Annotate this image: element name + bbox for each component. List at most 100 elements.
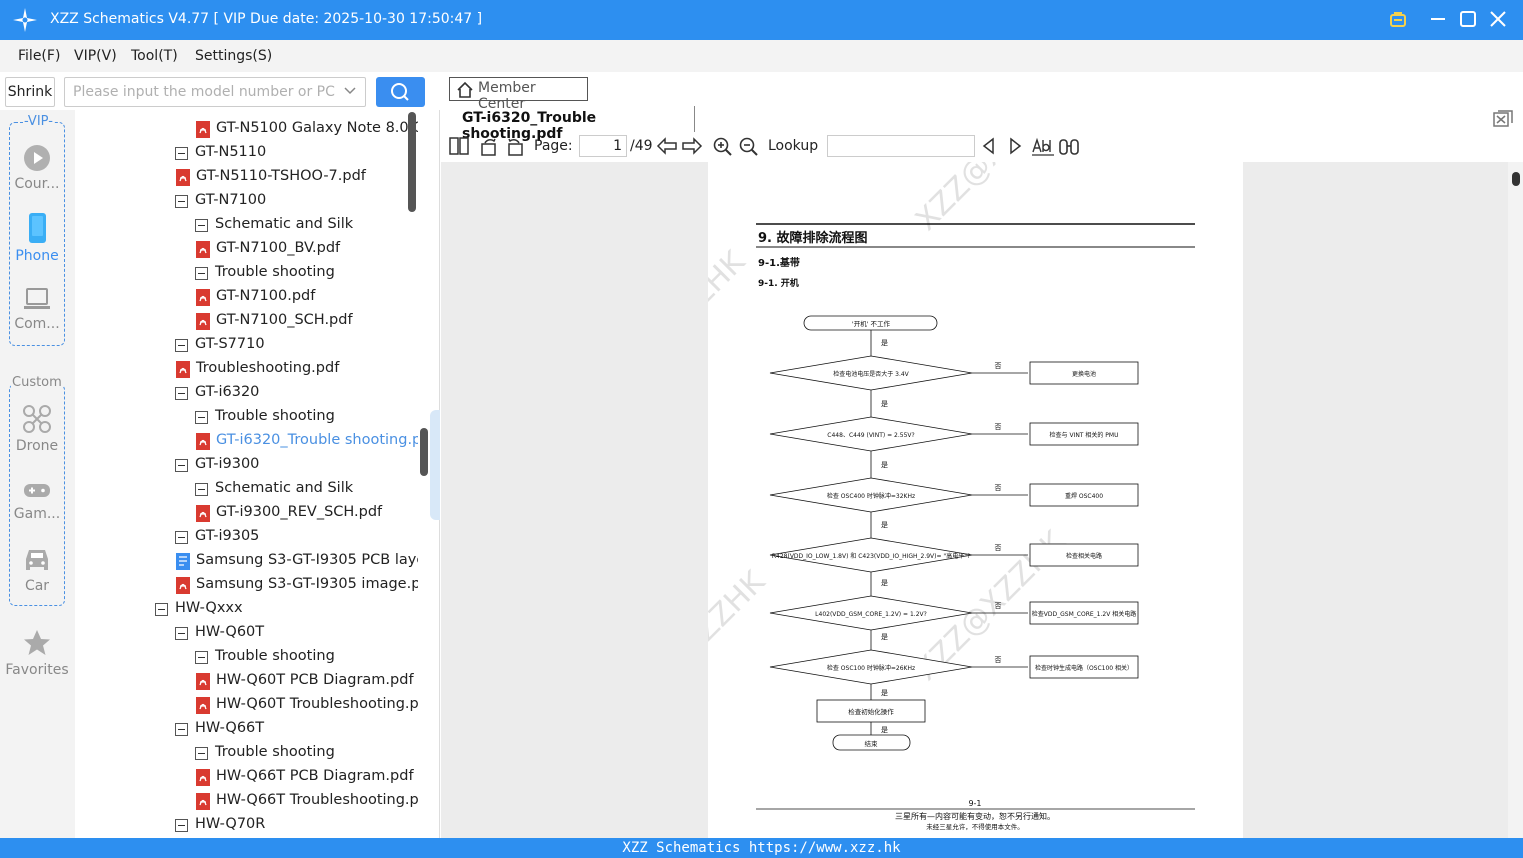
flow-decision-label: 检查 OSC400 时钟脉冲=32KHz xyxy=(827,492,915,500)
shrink-button[interactable]: Shrink xyxy=(5,77,55,107)
menu-vip[interactable]: VIP(V) xyxy=(74,48,117,64)
find-next-icon[interactable] xyxy=(1007,137,1023,155)
lookup-label: Lookup xyxy=(768,138,819,154)
flow-yes-label: 是 xyxy=(881,579,888,587)
search-button[interactable] xyxy=(376,77,425,107)
pdf-file-icon xyxy=(196,673,210,690)
pdf-footer: 未经三星允许，不得使用本文件。 xyxy=(926,822,1024,831)
sidebar-item-computer[interactable]: Com... xyxy=(4,286,70,348)
collapse-toggle-icon[interactable] xyxy=(195,747,208,760)
rotate-right-icon[interactable] xyxy=(505,137,525,157)
collapse-toggle-icon[interactable] xyxy=(175,723,188,736)
flow-yes-label: 是 xyxy=(881,461,888,469)
pdf-page-number: 9-1 xyxy=(968,799,981,808)
tree-item-label: Schematic and Silk xyxy=(215,216,354,232)
maximize-icon[interactable] xyxy=(1457,8,1479,30)
flow-yes-label: 是 xyxy=(881,400,888,408)
status-bar: XZZ Schematics https://www.xzz.hk xyxy=(0,838,1523,858)
flow-end-box xyxy=(832,734,911,751)
tree-scrollbar[interactable] xyxy=(408,112,416,212)
collapse-tab[interactable] xyxy=(430,410,440,520)
menu-bar: File(F) VIP(V) Tool(T) Settings(S) xyxy=(0,40,1523,72)
collapse-toggle-icon[interactable] xyxy=(175,819,188,832)
sidebar-item-games[interactable]: Gam... xyxy=(4,478,70,540)
splitter-handle[interactable] xyxy=(420,428,428,476)
flow-no-label: 否 xyxy=(995,544,1002,552)
flow-decision-label: 检查 OSC100 时钟脉冲=26KHz xyxy=(827,664,915,672)
sidebar-item-label: Cour... xyxy=(14,176,60,192)
pdf-file-icon xyxy=(196,313,210,330)
car-icon xyxy=(26,550,48,570)
flow-action-box xyxy=(1029,543,1139,567)
collapse-toggle-icon[interactable] xyxy=(195,651,208,664)
tree-item-label: GT-N5100 Galaxy Note 8.0 08 xyxy=(216,120,418,136)
category-sidebar: -VIP- Cour... Phone Com... Custom xyxy=(0,110,75,838)
flow-decision-label: R428(VDD_IO_LOW_1.8V) 和 C423(VDD_IO_HIGH… xyxy=(772,552,970,560)
flow-decision-label: L402(VDD_GSM_CORE_1.2V) = 1.2V? xyxy=(815,611,927,618)
flow-yes-label: 是 xyxy=(881,726,888,734)
tree-item-label: HW-Q66T xyxy=(195,720,265,736)
search-input[interactable] xyxy=(65,78,335,106)
collapse-toggle-icon[interactable] xyxy=(175,195,188,208)
menu-tool[interactable]: Tool(T) xyxy=(131,48,178,64)
sidebar-item-label: Com... xyxy=(14,316,60,332)
tab-document[interactable]: GT-i6320_Trouble shooting.pdf xyxy=(449,106,695,142)
collapse-toggle-icon[interactable] xyxy=(175,627,188,640)
collapse-toggle-icon[interactable] xyxy=(195,411,208,424)
match-case-icon[interactable] xyxy=(1031,137,1055,157)
collapse-toggle-icon[interactable] xyxy=(175,459,188,472)
collapse-toggle-icon[interactable] xyxy=(175,339,188,352)
close-document-icon[interactable] xyxy=(1493,110,1513,128)
minimize-icon[interactable] xyxy=(1427,8,1449,30)
chevron-down-icon[interactable] xyxy=(343,84,357,98)
lookup-input[interactable] xyxy=(827,135,975,157)
flow-action-label: 检查相关电路 xyxy=(1066,552,1102,560)
sidebar-item-drone[interactable]: Drone xyxy=(4,404,70,466)
document-tab-label: GT-i6320_Trouble shooting.pdf xyxy=(462,110,597,142)
next-page-icon[interactable] xyxy=(681,137,703,155)
collapse-toggle-icon[interactable] xyxy=(175,147,188,160)
menu-file[interactable]: File(F) xyxy=(18,48,61,64)
viewer-scrollbar[interactable] xyxy=(1508,162,1523,838)
menu-settings[interactable]: Settings(S) xyxy=(195,48,273,64)
sidebar-item-courses[interactable]: Cour... xyxy=(4,144,70,206)
tree-item-label: HW-Q60T xyxy=(195,624,265,640)
collapse-toggle-icon[interactable] xyxy=(195,483,208,496)
sidebar-item-car[interactable]: Car xyxy=(4,546,70,608)
flow-action-label: 更换电池 xyxy=(1072,370,1096,378)
flow-yes-label: 是 xyxy=(881,339,888,347)
flow-action-label: 检查时钟生成电路（OSC100 相关） xyxy=(1035,664,1133,672)
pdf-file-icon xyxy=(196,697,210,714)
page-number-input[interactable]: 1 xyxy=(579,135,627,157)
sidebar-item-label: Drone xyxy=(15,438,59,454)
pdf-file-icon xyxy=(196,505,210,522)
tree-item-label: HW-Qxxx xyxy=(175,600,243,616)
zoom-out-icon[interactable] xyxy=(739,137,759,157)
collapse-toggle-icon[interactable] xyxy=(195,267,208,280)
collapse-toggle-icon[interactable] xyxy=(155,603,168,616)
binoculars-icon[interactable] xyxy=(1058,137,1080,157)
previous-page-icon[interactable] xyxy=(656,137,678,155)
pdf-subheading: 9-1. 开机 xyxy=(758,277,799,289)
zoom-in-icon[interactable] xyxy=(713,137,733,157)
collapse-toggle-icon[interactable] xyxy=(175,387,188,400)
sidebar-item-label: Gam... xyxy=(13,506,61,522)
pdf-toolbar: Page: 1 /49 Lookup xyxy=(441,134,1523,160)
rotate-left-icon[interactable] xyxy=(479,137,499,157)
member-center-button[interactable]: Member Center xyxy=(449,77,588,112)
pdf-file-icon xyxy=(176,169,190,186)
sidebar-item-phone[interactable]: Phone xyxy=(4,212,70,274)
dual-page-icon[interactable] xyxy=(449,137,469,155)
find-previous-icon[interactable] xyxy=(981,137,997,155)
vip-bag-icon[interactable] xyxy=(1387,8,1409,30)
sidebar-item-favorites[interactable]: Favorites xyxy=(4,628,70,690)
flow-no-label: 否 xyxy=(995,484,1002,492)
tree-item-label: HW-Q66T Troubleshooting.p xyxy=(216,792,418,808)
collapse-toggle-icon[interactable] xyxy=(195,219,208,232)
close-icon[interactable] xyxy=(1487,8,1509,30)
collapse-toggle-icon[interactable] xyxy=(175,531,188,544)
viewer-scroll-thumb[interactable] xyxy=(1512,172,1520,186)
flow-action-box xyxy=(1029,483,1139,507)
